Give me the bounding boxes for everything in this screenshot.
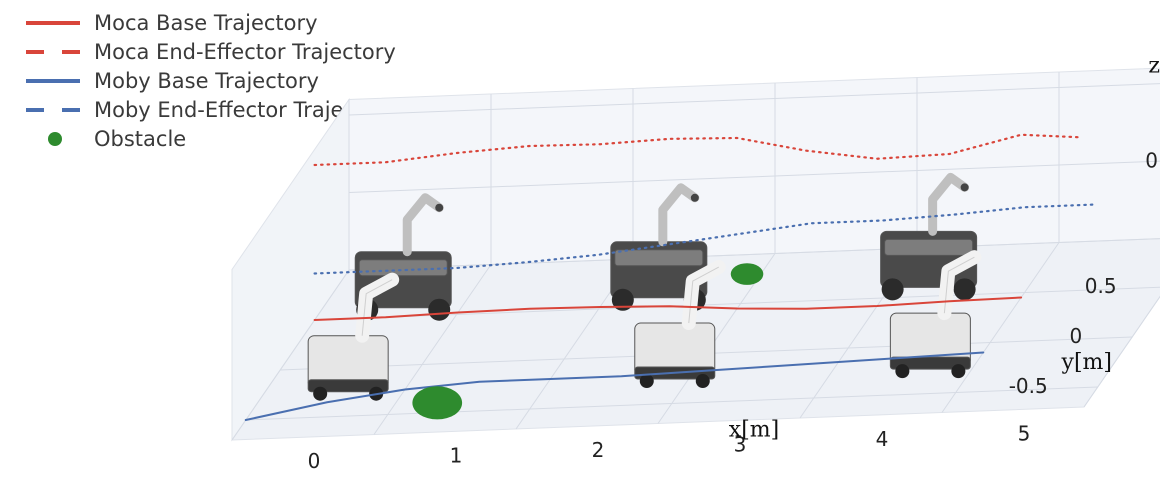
x-axis-title: x[m] [729, 418, 779, 443]
grid-line-y [245, 386, 1098, 421]
plot-traces [244, 133, 1097, 421]
z-axis-title: z[m] [1148, 54, 1160, 79]
robot-renderings [307, 172, 982, 401]
legend-item: Moby Base Trajectory [22, 66, 397, 95]
trace-3 [244, 351, 985, 421]
legend-item: Moca End-Effector Trajectory [22, 37, 397, 66]
grid-line-x [231, 269, 350, 441]
y-axis-title: y[m] [1061, 350, 1112, 375]
axis-labels: 0123456x[m]0.50-0.5y[m]10.50z[m] [308, 54, 1160, 474]
grid-line-x [373, 264, 492, 435]
moby-robot-icon [889, 250, 982, 379]
grid-line-x [1083, 295, 1160, 408]
y-tick-label: 0 [1069, 324, 1082, 348]
legend-symbol [22, 129, 84, 149]
x-tick-label: 1 [450, 444, 463, 468]
x-tick-label: 0 [308, 449, 321, 473]
legend-label: Moca Base Trajectory [94, 10, 318, 35]
grid-line-z [348, 83, 1160, 116]
x-tick-label: 3 [734, 433, 747, 457]
y-tick-label: -0.5 [1009, 374, 1048, 398]
x-tick-label: 5 [1018, 422, 1031, 446]
legend-symbol [22, 100, 84, 120]
trace-2 [313, 133, 1080, 167]
moby-robot-icon [634, 260, 726, 389]
x-tick-label: 4 [876, 427, 889, 451]
legend-label: Moby Base Trajectory [94, 68, 319, 93]
grid-line-y [314, 286, 1160, 321]
z-tick-label: 0.5 [1145, 149, 1160, 173]
legend-label: Moca End-Effector Trajectory [94, 39, 396, 64]
grid-line-z [348, 160, 1160, 193]
legend-symbol [22, 71, 84, 91]
obstacle-marker [412, 386, 463, 420]
legend-symbol [22, 42, 84, 62]
moby-robot-icon [307, 272, 400, 401]
legend-item: Obstacle [22, 124, 397, 153]
legend-item: Moca Base Trajectory [22, 8, 397, 37]
back-wall [348, 67, 1160, 271]
x-tick-label: 2 [592, 438, 605, 462]
obstacle-marker [730, 263, 764, 285]
trace-1 [313, 296, 1023, 321]
trace-4 [313, 203, 1097, 275]
legend-label: Obstacle [94, 126, 187, 151]
y-tick-label: 0.5 [1085, 274, 1117, 298]
legend-symbol [22, 13, 84, 33]
moca-robot-icon [610, 183, 708, 311]
grid-line-x [941, 242, 1060, 413]
